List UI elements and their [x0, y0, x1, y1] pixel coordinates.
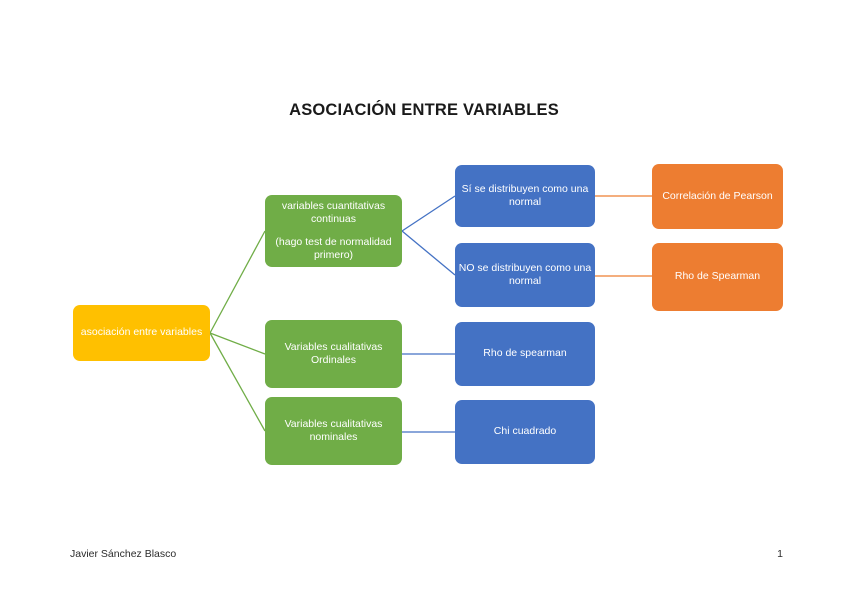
node-child-no-label: NO se distribuyen como una normal — [458, 261, 592, 287]
node-result-spearman-label: Rho de Spearman — [674, 270, 761, 283]
node-root-label: asociación entre variables — [80, 326, 203, 339]
node-child-rho-spearman[interactable]: Rho de spearman — [455, 322, 595, 386]
node-root-asociacion[interactable]: asociación entre variables — [73, 305, 210, 361]
node-result-correlacion-pearson[interactable]: Correlación de Pearson — [652, 164, 783, 229]
connector-root-to-branch-1 — [209, 230, 266, 334]
connector-root-to-branch-2 — [209, 332, 266, 355]
node-child-no-normal[interactable]: NO se distribuyen como una normal — [455, 243, 595, 307]
node-branch-2-label: Variables cualitativas Ordinales — [284, 340, 383, 366]
node-branch-cualitativas-ordinales[interactable]: Variables cualitativas Ordinales — [265, 320, 402, 388]
footer-author: Javier Sánchez Blasco — [70, 548, 177, 560]
node-child-rho-label: Rho de spearman — [483, 347, 567, 360]
node-branch-3-label: Variables cualitativas nominales — [284, 417, 383, 443]
connector-branch1-to-child-si — [401, 195, 456, 232]
page-title: ASOCIACIÓN ENTRE VARIABLES — [289, 101, 559, 119]
node-branch-1-label-line2: (hago test de normalidad primero) — [275, 235, 392, 261]
node-child-chi-label: Chi cuadrado — [493, 425, 557, 438]
node-child-chi-cuadrado[interactable]: Chi cuadrado — [455, 400, 595, 464]
node-result-rho-spearman[interactable]: Rho de Spearman — [652, 243, 783, 311]
footer-page-number: 1 — [777, 548, 783, 560]
node-child-si-normal[interactable]: Sí se distribuyen como una normal — [455, 165, 595, 227]
connector-root-to-branch-3 — [209, 332, 266, 432]
node-child-si-label: Sí se distribuyen como una normal — [461, 182, 589, 208]
node-branch-1-label-line1: variables cuantitativas continuas — [281, 199, 386, 226]
node-branch-cualitativas-nominales[interactable]: Variables cualitativas nominales — [265, 397, 402, 465]
node-result-pearson-label: Correlación de Pearson — [662, 189, 773, 202]
connector-branch1-to-child-no — [401, 230, 456, 276]
node-branch-cuantitativas-continuas[interactable]: variables cuantitativas continuas (hago … — [265, 195, 402, 267]
